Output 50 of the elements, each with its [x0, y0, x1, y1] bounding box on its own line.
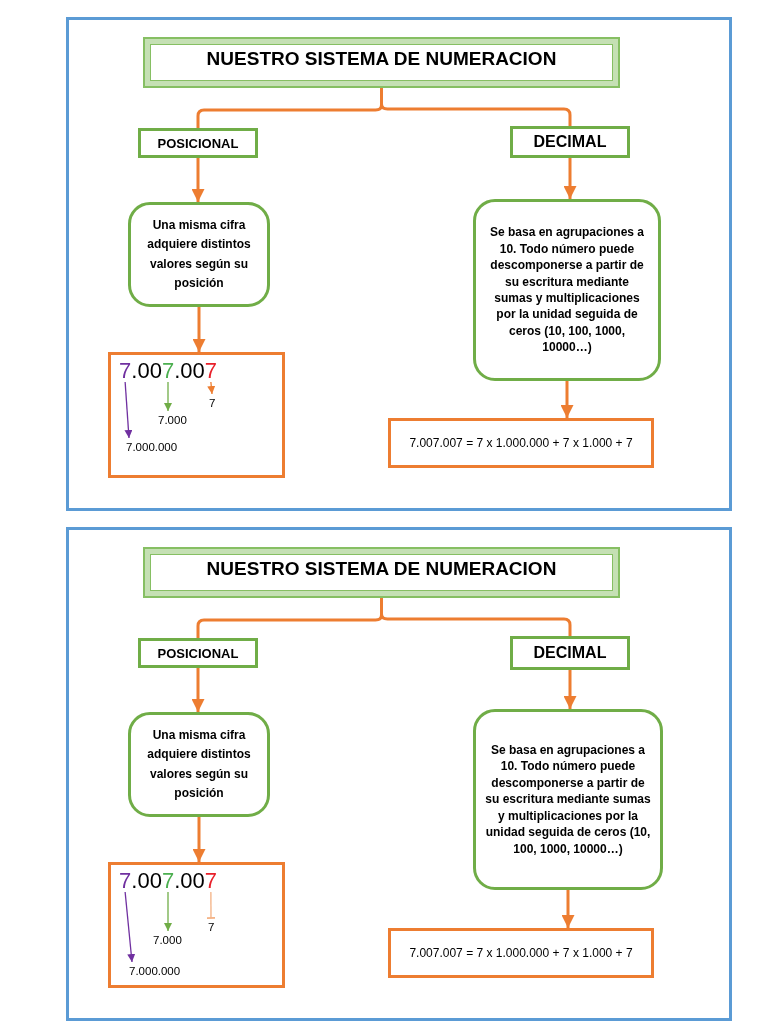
number-label: 7.007.007 [119, 358, 217, 384]
digit-line [206, 891, 216, 919]
arrow [192, 307, 206, 352]
category-label: DECIMAL [533, 133, 607, 151]
digit-arrow [124, 381, 133, 439]
category-box [510, 636, 630, 670]
value-label: 7 [208, 920, 215, 934]
number-label: 7.007.007 [119, 868, 217, 894]
title-box [143, 547, 620, 598]
equation-text: 7.007.007 = 7 x 1.000.000 + 7 x 1.000 + 7 [409, 946, 633, 960]
arrow [563, 158, 577, 199]
equation-text: 7.007.007 = 7 x 1.000.000 + 7 x 1.000 + 7 [409, 436, 633, 450]
category-box [510, 126, 630, 158]
value-label: 7.000 [158, 413, 187, 427]
category-label: DECIMAL [533, 644, 607, 662]
arrow [191, 158, 205, 202]
category-box [138, 128, 258, 158]
title-box [143, 37, 620, 88]
category-label: POSICIONAL [157, 135, 239, 151]
equation-box [388, 928, 654, 978]
arrow [192, 817, 206, 862]
digit-arrow [207, 381, 216, 395]
description-box [473, 199, 661, 381]
description-box [128, 712, 270, 817]
description-text: Se basa en agrupaciones a 10. Todo número puede descomponerse a partir de su escritura mediante sumas y multiplicaciones por la unidad seguida de ceros (10, 100, 1000, 10000…) [485, 742, 651, 857]
panel-frame [66, 17, 732, 511]
heading-text: NUESTRO SISTEMA DE NUMERACION [206, 558, 557, 580]
value-label: 7 [209, 396, 216, 410]
value-label: 7.000.000 [126, 440, 178, 454]
example-box [108, 352, 285, 478]
equation-box [388, 418, 654, 468]
description-text: Una misma cifra adquiere distintos valores según su posición [146, 726, 252, 802]
description-box [473, 709, 663, 890]
arrow [563, 670, 577, 709]
category-label: POSICIONAL [157, 645, 239, 661]
heading-text: NUESTRO SISTEMA DE NUMERACION [206, 48, 557, 70]
category-box [138, 638, 258, 668]
value-label: 7.000.000 [129, 964, 181, 978]
example-box [108, 862, 285, 988]
panel-frame [66, 527, 732, 1021]
value-label: 7.000 [153, 933, 182, 947]
digit-arrow [164, 381, 172, 412]
arrow [560, 381, 574, 418]
description-text: Se basa en agrupaciones a 10. Todo número puede descomponerse a partir de su escritura mediante sumas y multiplicaciones por la unidad seguida de ceros (10, 100, 1000, 10000…) [488, 224, 646, 356]
arrow [561, 890, 575, 928]
description-text: Una misma cifra adquiere distintos valores según su posición [146, 216, 252, 292]
digit-arrow [124, 891, 136, 963]
arrow [191, 668, 205, 712]
description-box [128, 202, 270, 307]
digit-arrow [164, 891, 172, 932]
